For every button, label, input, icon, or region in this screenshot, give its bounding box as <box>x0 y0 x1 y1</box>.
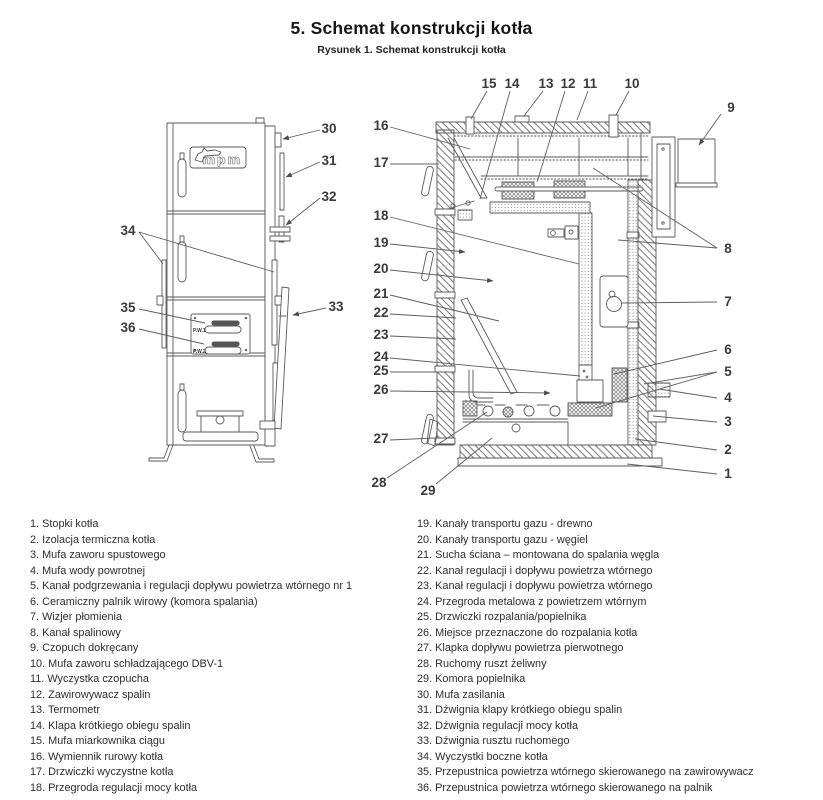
boiler-foot-left <box>148 444 174 462</box>
callout-31: 31 <box>321 153 337 168</box>
legend-item: 7. Wizjer płomienia <box>30 611 122 623</box>
legend-column-right: 19. Kanały transportu gazu - drewno 20. K… <box>417 517 817 796</box>
legend-item: 17. Drzwiczki wyczystne kotła <box>30 766 174 778</box>
cast-iron-grate <box>462 400 569 446</box>
callout-17: 17 <box>373 155 388 170</box>
callout-15: 15 <box>481 76 497 91</box>
chimney-outlet-box <box>677 138 716 184</box>
boiler-foot-right <box>249 445 275 463</box>
legend-item: 5. Kanał podgrzewania i regulacji dopływ… <box>30 580 353 592</box>
door-handles <box>177 152 187 433</box>
legend-item: 29. Komora popielnika <box>417 673 526 685</box>
pw2-label: P.W.2 <box>193 349 206 355</box>
boiler-front-view-drawing: mpm P.W.1 P.W.2 <box>120 117 344 463</box>
legend-item: 27. Klapka dopływu powietrza pierwotnego <box>417 642 624 654</box>
legend-item: 4. Mufa wody powrotnej <box>30 564 146 577</box>
secondary-air-damper-plate: P.W.1 P.W.2 <box>190 313 251 355</box>
legend-item: 21. Sucha ściana – montowana do spalania… <box>417 549 660 561</box>
legend-column-left: 1. Stopki kotła 2. Izolacja termiczna kot… <box>30 517 415 796</box>
callout-9: 9 <box>727 100 735 115</box>
legend-item: 23. Kanał regulacji i dopływu powietrza … <box>417 580 653 592</box>
boiler-cross-section-drawing: 15 14 13 12 11 10 9 8 7 6 5 4 3 2 1 16 1… <box>371 76 734 497</box>
callout-8: 8 <box>724 241 732 256</box>
callout-11: 11 <box>583 76 598 91</box>
legend-item: 11. Wyczystka czopucha <box>30 673 149 685</box>
callout-24: 24 <box>373 349 389 364</box>
cross-section-callouts: 15 14 13 12 11 10 9 8 7 6 5 4 3 2 1 16 1… <box>371 76 734 497</box>
page-title: 5. Schemat konstrukcji kotła <box>290 18 533 38</box>
callout-7: 7 <box>724 294 732 309</box>
legend-item: 34. Wyczystki boczne kotła <box>417 750 548 763</box>
callout-36: 36 <box>120 320 136 335</box>
legend-item: 33. Dźwignia rusztu ruchomego <box>417 735 570 747</box>
callout-21: 21 <box>373 286 389 301</box>
legend-item: 16. Wymiennik rurowy kotła <box>30 750 164 763</box>
legend-item: 2. Izolacja termiczna kotła <box>30 533 156 546</box>
grate-lever <box>259 286 290 430</box>
front-view-leaders <box>138 129 327 345</box>
legend-item: 15. Mufa miarkownika ciągu <box>30 735 165 747</box>
callout-28: 28 <box>371 475 387 490</box>
legend-item: 31. Dźwignia klapy krótkiego obiegu spal… <box>417 704 623 716</box>
callout-16: 16 <box>373 118 389 133</box>
callout-34: 34 <box>120 223 136 238</box>
legend-item: 20. Kanały transportu gazu - węgiel <box>417 533 588 546</box>
flame-sight-glass <box>599 275 629 328</box>
legend-item: 26. Miejsce przeznaczone do rozpalania k… <box>417 626 638 639</box>
callout-35: 35 <box>120 300 136 315</box>
callout-1: 1 <box>724 466 732 481</box>
legend-item: 36. Przepustnica powietrza wtórnego skie… <box>417 781 713 794</box>
boiler-body-front: mpm P.W.1 P.W.2 <box>148 117 291 463</box>
callout-30: 30 <box>321 121 336 136</box>
legend-item: 12. Zawirowywacz spalin <box>30 688 151 701</box>
legend-item: 25. Drzwiczki rozpalania/popielnika <box>417 611 587 623</box>
legend-item: 19. Kanały transportu gazu - drewno <box>417 518 593 530</box>
legend-item: 24. Przegroda metalowa z powietrzem wtór… <box>417 595 647 608</box>
legend-item: 32. Dźwignia regulacji mocy kotła <box>417 719 579 732</box>
callout-14: 14 <box>504 76 520 91</box>
figure-caption: Rysunek 1. Schemat konstrukcji kotła <box>317 44 506 56</box>
callout-26: 26 <box>373 382 389 397</box>
pw1-label: P.W.1 <box>193 328 206 334</box>
legend-item: 14. Klapa krótkiego obiegu spalin <box>30 719 191 732</box>
legend-item: 9. Czopuch dokręcany <box>30 642 139 654</box>
callout-6: 6 <box>724 342 732 357</box>
legend-item: 8. Kanał spalinowy <box>30 626 121 639</box>
legend-item: 6. Ceramiczny palnik wirowy (komora spal… <box>30 595 258 608</box>
callout-19: 19 <box>373 235 388 250</box>
cross-section-leaders <box>386 90 722 485</box>
callout-27: 27 <box>373 431 388 446</box>
legend-item: 22. Kanał regulacji i dopływu powietrza … <box>417 564 653 577</box>
callout-10: 10 <box>624 76 639 91</box>
callout-2: 2 <box>724 442 732 457</box>
callout-29: 29 <box>420 483 435 497</box>
legend-item: 3. Mufa zaworu spustowego <box>30 549 166 561</box>
callout-12: 12 <box>560 76 575 91</box>
legend-item: 28. Ruchomy ruszt żeliwny <box>417 657 547 670</box>
legend-item: 1. Stopki kotła <box>30 518 99 530</box>
boiler-section-body <box>421 114 718 467</box>
callout-3: 3 <box>724 414 732 429</box>
legend-item: 35. Przepustnica powietrza wtórnego skie… <box>417 766 754 778</box>
legend-item: 18. Przegroda regulacji mocy kotła <box>30 781 198 794</box>
callout-23: 23 <box>373 327 389 342</box>
callout-20: 20 <box>373 261 388 276</box>
front-view-callouts: 30 31 32 34 35 36 33 <box>120 121 344 335</box>
callout-25: 25 <box>373 363 389 378</box>
mpm-logo: mpm <box>189 146 247 169</box>
callout-33: 33 <box>328 299 344 314</box>
callout-32: 32 <box>321 189 336 204</box>
callout-22: 22 <box>373 305 388 320</box>
logo-text: mpm <box>202 152 242 167</box>
callout-18: 18 <box>373 208 389 223</box>
legend-item: 13. Termometr <box>30 704 101 716</box>
callout-4: 4 <box>724 390 732 405</box>
legend-item: 30. Mufa zasilania <box>417 688 505 701</box>
legend-item: 10. Mufa zaworu schładzającego DBV-1 <box>30 657 224 670</box>
callout-5: 5 <box>724 364 732 379</box>
callout-13: 13 <box>538 76 554 91</box>
